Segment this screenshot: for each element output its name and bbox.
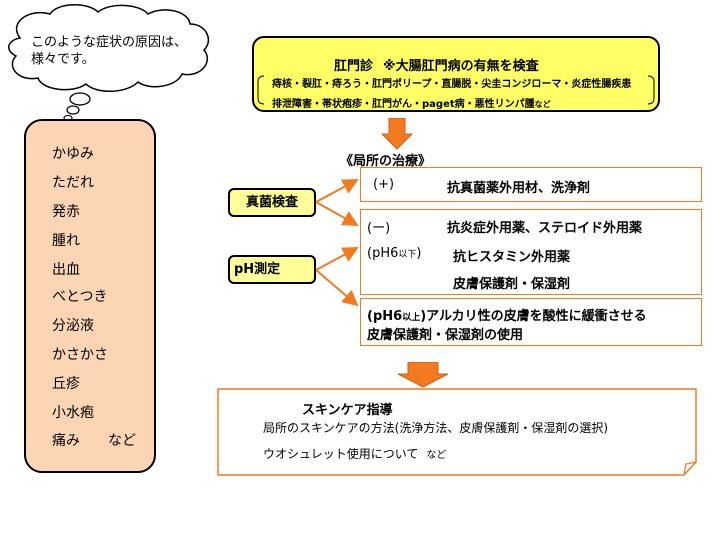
skincare-line-2: ウオシュレット使用についてなど [263, 447, 447, 461]
treatment-negative-sign: (ー) [367, 221, 391, 236]
skincare-line-1: 局所のスキンケアの方法(洗浄方法、皮膚保護剤・保湿剤の選択) [263, 421, 609, 435]
ph-test-label: pH測定 [228, 255, 316, 284]
treatment-negative-line-3: 皮膚保護剤・保湿剤 [453, 277, 571, 292]
symptom-item: 発赤 [52, 204, 80, 220]
local-treatment-title: 《局所の治療》 [340, 154, 432, 169]
exam-title-main: 肛門診 [334, 59, 374, 74]
down-arrow-icon [382, 118, 412, 150]
symptom-item: 腫れ [52, 233, 80, 249]
exam-subtitle: ※大腸肛門病の有無を検査 [383, 59, 539, 74]
symptom-item: 出血 [52, 262, 80, 278]
thought-bubble-text-2: 様々です。 [31, 52, 95, 67]
symptom-item: 痛み など [52, 433, 136, 449]
down-arrow-icon [397, 362, 449, 388]
exam-diseases-etc: など [534, 100, 551, 109]
exam-diseases-line-2: 排泄障害・帯状疱疹・肛門がん・paget病・悪性リンパ腫など [272, 99, 551, 110]
treatment-ph-high-line-2: 皮膚保護剤・保湿剤の使用 [367, 328, 524, 343]
symptom-item: かさかさ [52, 347, 108, 363]
symptom-item: ただれ [52, 175, 94, 191]
symptom-item: かゆみ [52, 146, 94, 162]
anal-exam-box: 肛門診 ※大腸肛門病の有無を検査 痔核・裂肛・痔ろう・肛門ポリープ・直腸脱・尖圭コ… [252, 36, 660, 112]
symptom-item: べとつき [52, 289, 108, 305]
exam-title: 肛門診 ※大腸肛門病の有無を検査 [334, 55, 539, 74]
fungal-test-label: 真菌検査 [228, 188, 316, 217]
treatment-negative-line-1: 抗炎症外用薬、ステロイド外用薬 [447, 221, 643, 236]
skincare-box-frame [217, 388, 697, 476]
exam-bracket [257, 75, 655, 105]
treatment-ph-high-box: (pH6以上)アルカリ性の皮膚を酸性に緩衝させる 皮膚保護剤・保湿剤の使用 [360, 298, 702, 346]
treatment-positive-box: (+) 抗真菌薬外用材、洗浄剤 [360, 167, 702, 202]
skincare-title: スキンケア指導 [302, 403, 393, 418]
thought-bubble-cloud [8, 4, 210, 122]
treatment-negative-line-2: 抗ヒスタミン外用薬 [453, 250, 571, 265]
ph-low-label: (pH6以下) [367, 246, 422, 261]
treatment-positive-sign: (+) [373, 177, 395, 192]
exam-diseases-line-1: 痔核・裂肛・痔ろう・肛門ポリープ・直腸脱・尖圭コンジローマ・炎症性腸疾患 [272, 79, 632, 90]
treatment-ph-high-line-1: (pH6以上)アルカリ性の皮膚を酸性に緩衝させる [367, 309, 647, 324]
thought-bubble-text-1: このような症状の原因は、 [31, 35, 188, 50]
treatment-negative-box: (ー) 抗炎症外用薬、ステロイド外用薬 (pH6以下) 抗ヒスタミン外用薬 皮膚… [360, 209, 702, 295]
treatment-positive-text: 抗真菌薬外用材、洗浄剤 [447, 181, 591, 196]
symptom-item: 分泌液 [52, 318, 94, 334]
symptom-item: 丘疹 [52, 376, 80, 392]
symptom-item: 小水疱 [52, 405, 94, 421]
symptoms-panel: かゆみ ただれ 発赤 腫れ 出血 べとつき 分泌液 かさかさ 丘疹 小水疱 痛み… [24, 119, 156, 473]
